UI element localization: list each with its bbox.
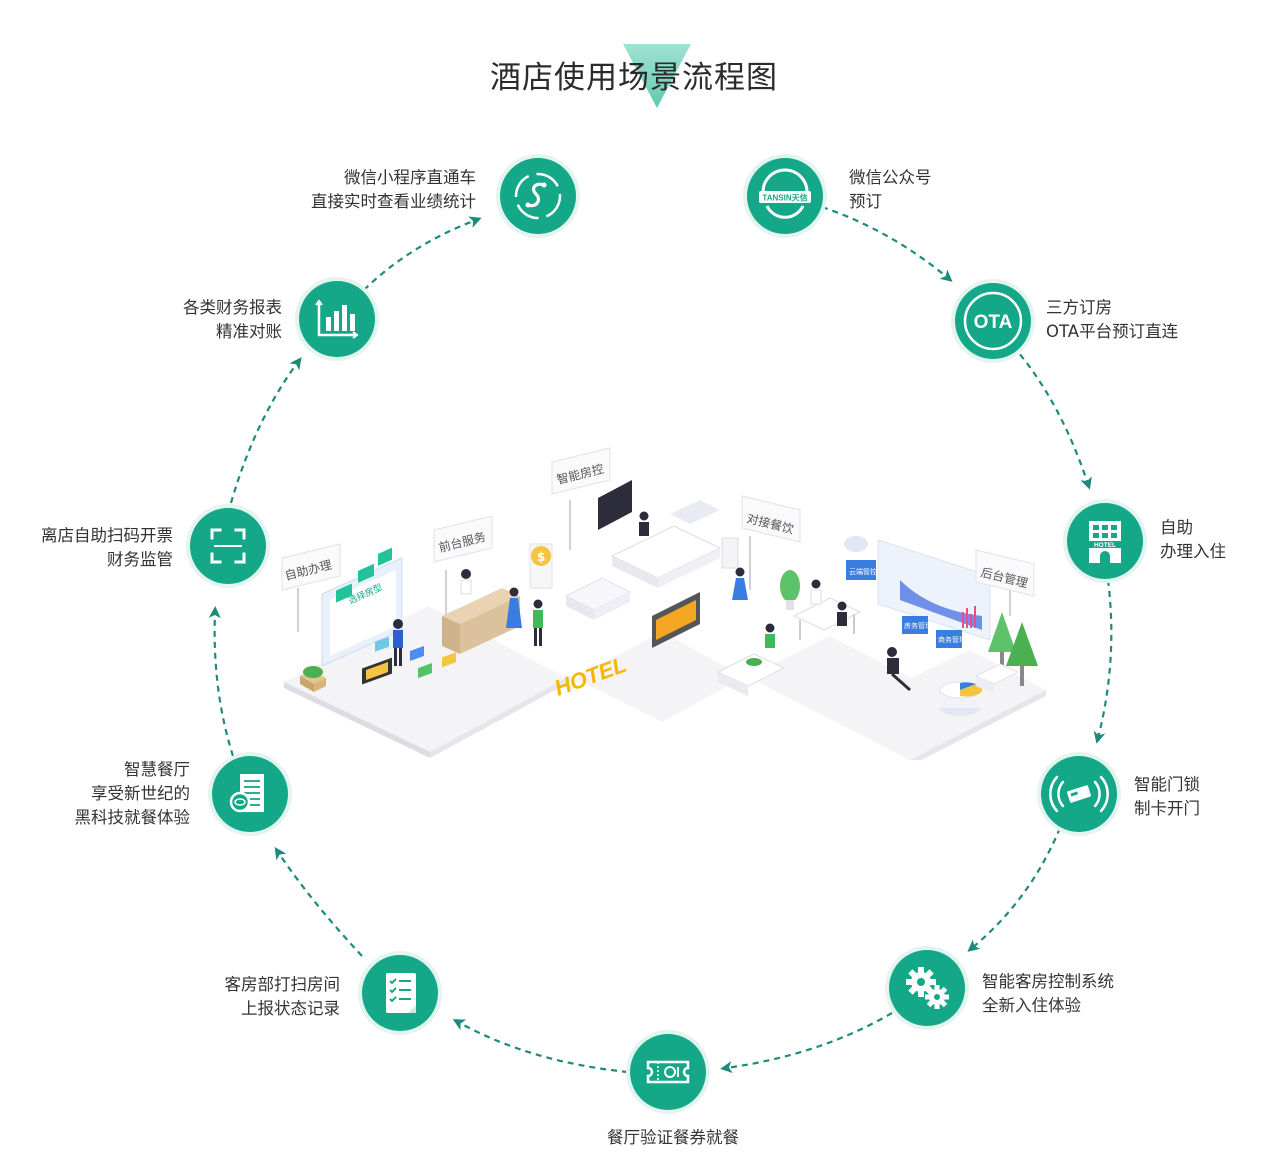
- guest-at-kiosk: [393, 619, 403, 666]
- smart-lock-node[interactable]: [1041, 756, 1117, 832]
- smart-room: [598, 480, 739, 588]
- ota-label: 三方订房 OTA平台预订直连: [1046, 296, 1178, 344]
- svg-text:云端管控: 云端管控: [849, 567, 877, 576]
- smart-lock-label: 智能门锁 制卡开门: [1134, 773, 1200, 821]
- sign-self-service: 自助办理: [281, 543, 341, 632]
- wechat-oa-node[interactable]: TANSIN天信: [747, 158, 823, 234]
- paper-stack: [974, 663, 1020, 694]
- arrow-restaurant-to-checkout: [208, 606, 235, 757]
- arrow-checkout-to-finance: [229, 357, 302, 504]
- self-checkin-label: 自助 办理入住: [1160, 516, 1226, 564]
- self-checkin-line1: 自助: [1160, 518, 1193, 537]
- restaurant-area: [716, 567, 862, 696]
- room-control-node[interactable]: [889, 950, 965, 1026]
- finance-label: 各类财务报表 精准对账: [130, 296, 282, 344]
- gears-icon: [906, 967, 949, 1009]
- scan-frame-icon: [210, 528, 246, 564]
- mini-program-line2: 直接实时查看业绩统计: [311, 192, 476, 211]
- self-checkin-line2: 办理入住: [1160, 542, 1226, 561]
- room-control-line1: 智能客房控制系统: [982, 972, 1114, 991]
- checklist-icon: [386, 973, 416, 1013]
- arrow-ota-to-checkin: [1012, 345, 1092, 490]
- self-service-kiosk: 选择房型: [321, 547, 403, 667]
- meal-voucher-node[interactable]: [630, 1034, 706, 1110]
- arrow-lock-to-control: [967, 827, 1062, 952]
- smart-lock-line2: 制卡开门: [1134, 799, 1200, 818]
- meal-voucher-label: 餐厅验证餐券就餐: [598, 1126, 748, 1150]
- plant-pot: [300, 666, 326, 692]
- hotel-scene-illustration: 自助办理 选择房型 前台服务: [281, 447, 1046, 760]
- arrow-meal-to-housekeeping: [452, 1019, 629, 1074]
- checkout-label: 离店自助扫码开票 财务监管: [20, 524, 173, 572]
- arrow-housekeeping-to-restaurant: [274, 847, 363, 957]
- svg-text:HOTEL: HOTEL: [1094, 542, 1116, 549]
- svg-text:TANSIN天信: TANSIN天信: [762, 193, 807, 203]
- housekeeping-label: 客房部打扫房间 上报状态记录: [160, 973, 341, 1021]
- smart-restaurant-line3: 黑科技就餐体验: [74, 808, 191, 827]
- svg-text:$: $: [537, 550, 545, 564]
- page-title: 酒店使用场景流程图: [490, 60, 778, 96]
- smart-restaurant-line1: 智慧餐厅: [124, 760, 190, 779]
- smart-lock-line1: 智能门锁: [1134, 775, 1200, 794]
- manager-seated: [887, 647, 911, 692]
- sign-front-desk: 前台服务: [433, 515, 493, 620]
- ota-node[interactable]: OTA: [955, 283, 1031, 359]
- housekeeping-node[interactable]: [362, 955, 438, 1031]
- ota-icon: OTA: [963, 291, 1023, 351]
- housekeeping-line1: 客房部打扫房间: [224, 975, 341, 994]
- room-control-line2: 全新入住体验: [982, 996, 1081, 1015]
- front-desk: [442, 569, 520, 654]
- checkout-line1: 离店自助扫码开票: [41, 526, 173, 545]
- mini-program-line1: 微信小程序直通车: [344, 168, 476, 187]
- meal-ticket-icon: [646, 1060, 690, 1084]
- arrow-control-to-meal: [720, 1012, 893, 1074]
- door-card-icon: [1049, 775, 1109, 813]
- wechat-oa-line1: 微信公众号: [849, 168, 932, 187]
- mini-program-icon: [514, 172, 562, 220]
- lobby-sofa: [564, 577, 632, 620]
- svg-text:房务管理: 房务管理: [904, 621, 932, 630]
- lobby-screen: [652, 592, 700, 648]
- svg-text:OTA: OTA: [974, 312, 1013, 333]
- finance-line2: 精准对账: [216, 322, 282, 341]
- finance-line1: 各类财务报表: [183, 298, 282, 317]
- wechat-oa-line2: 预订: [849, 192, 882, 211]
- title-area: 酒店使用场景流程图: [0, 40, 1268, 110]
- mini-program-node[interactable]: [500, 158, 576, 234]
- meal-voucher-line1: 餐厅验证餐券就餐: [607, 1128, 739, 1147]
- smart-restaurant-label: 智慧餐厅 享受新世纪的 黑科技就餐体验: [30, 758, 191, 830]
- smart-restaurant-line2: 享受新世纪的: [91, 784, 190, 803]
- room-control-label: 智能客房控制系统 全新入住体验: [982, 970, 1114, 1018]
- checkout-node[interactable]: [190, 508, 266, 584]
- scene-trees: [988, 612, 1038, 686]
- ota-line1: 三方订房: [1046, 298, 1112, 317]
- hotel-building-icon: HOTEL: [1089, 521, 1121, 563]
- mini-program-label: 微信小程序直通车 直接实时查看业绩统计: [276, 166, 476, 214]
- arrow-wechat-to-ota: [821, 205, 953, 282]
- restaurant-receipt-icon: [229, 774, 264, 813]
- arrow-finance-to-miniprogram: [363, 216, 482, 291]
- title-triangle-decoration: [623, 44, 691, 108]
- sign-smart-room: 智能房控: [551, 447, 611, 550]
- front-desk-guests: [506, 587, 543, 646]
- self-checkin-node[interactable]: HOTEL: [1067, 503, 1143, 579]
- housekeeping-line2: 上报状态记录: [241, 999, 340, 1018]
- ota-line2: OTA平台预订直连: [1046, 322, 1179, 341]
- svg-text:商务管理: 商务管理: [938, 635, 966, 644]
- finance-node[interactable]: [299, 281, 375, 357]
- cloud-management: 云端管控 房务管理 商务管理: [844, 536, 991, 648]
- bar-chart-icon: [315, 299, 359, 339]
- tansin-logo-icon: TANSIN天信: [759, 168, 811, 219]
- payment-coin-sign: $: [529, 543, 553, 589]
- server-pie: [939, 681, 983, 716]
- arrow-checkin-to-lock: [1093, 579, 1113, 744]
- smart-restaurant-node[interactable]: [212, 756, 288, 832]
- floor-icons: [362, 636, 456, 685]
- checkout-line2: 财务监管: [107, 550, 173, 569]
- wechat-oa-label: 微信公众号 预订: [849, 166, 932, 214]
